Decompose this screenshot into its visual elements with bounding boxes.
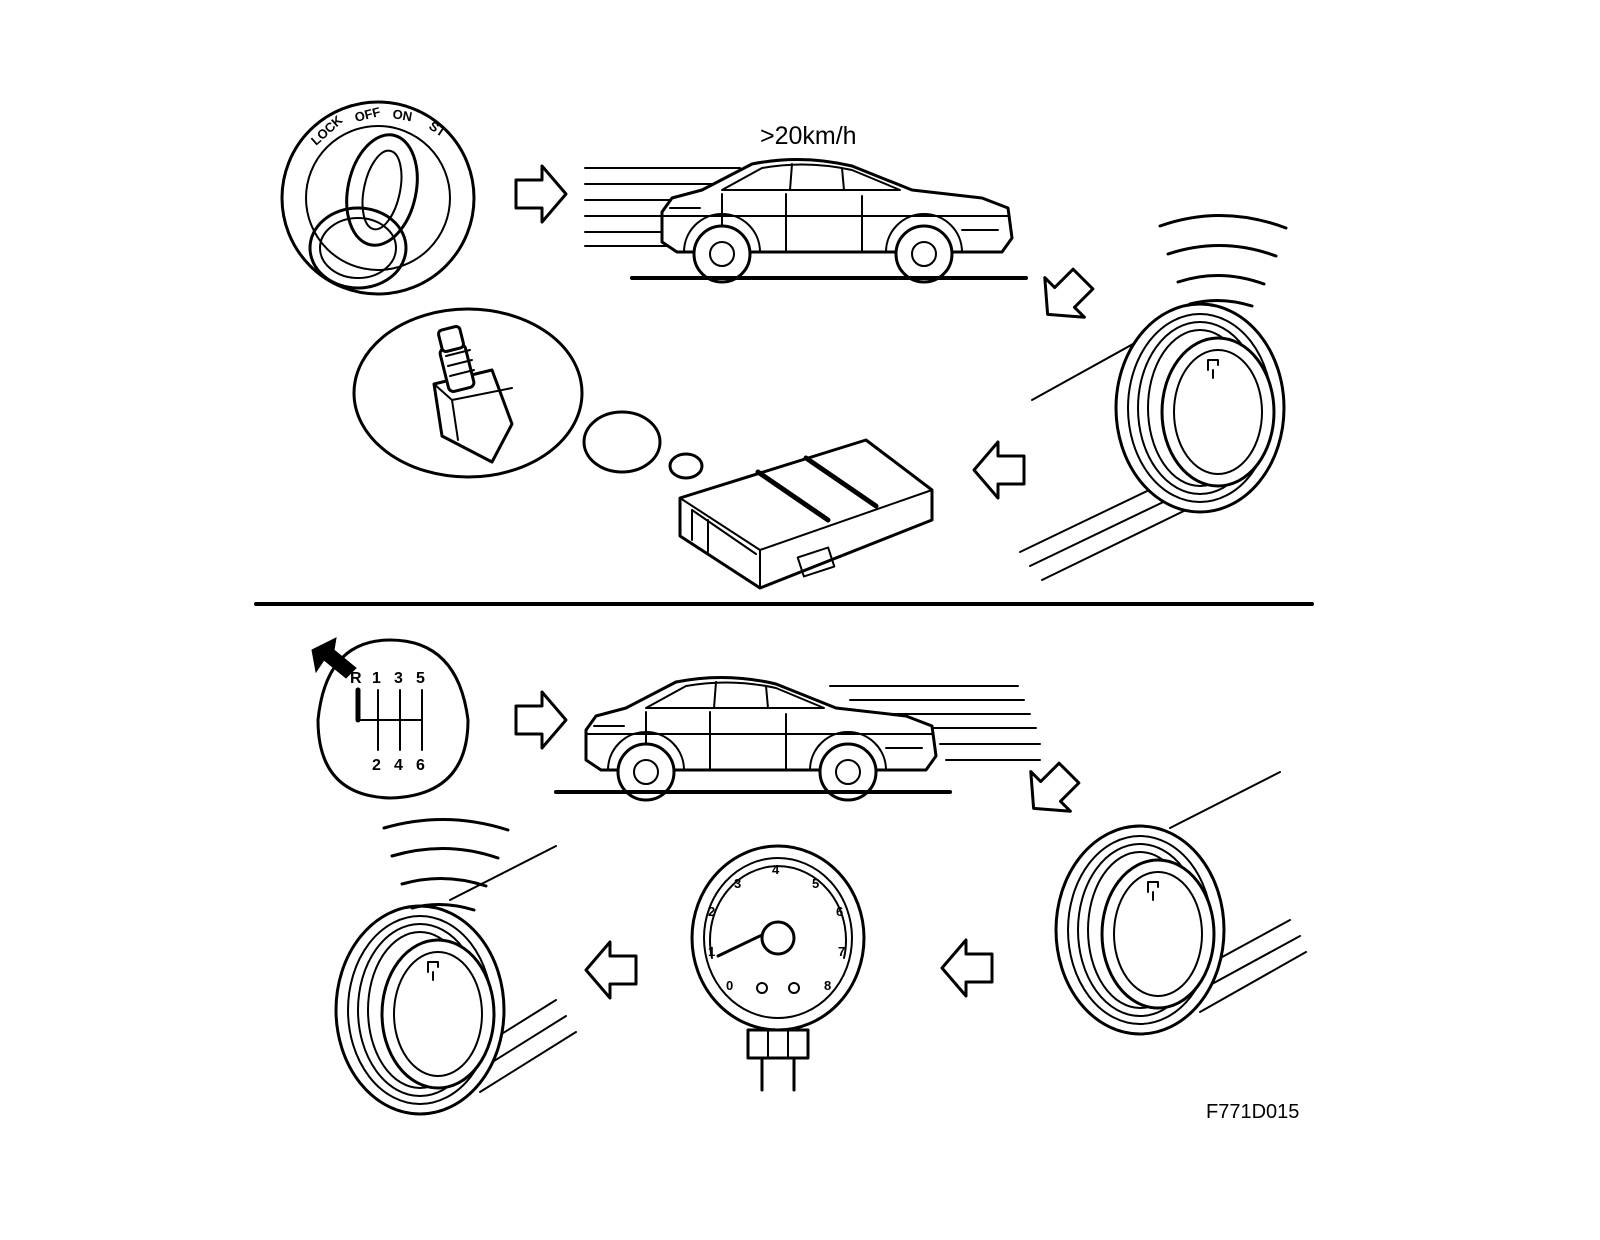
tire-transmitting-icon [1019,214,1288,581]
speed-label: >20km/h [760,122,857,150]
gauge-number: 3 [734,876,741,891]
pressure-gauge-icon: 0 1 2 3 4 5 6 7 8 [690,844,866,1092]
flow-arrow-left-icon [584,940,638,1000]
gauge-number: 1 [708,944,715,959]
gear-label-3: 3 [394,670,403,687]
gauge-number: 5 [812,876,819,891]
gear-shift-knob-icon: R 1 3 5 2 4 6 [311,637,470,800]
car-moving-icon [584,157,1028,284]
gauge-number: 4 [772,862,780,877]
flow-arrow-down-left-icon [1012,751,1091,830]
ignition-label-on: ON [391,106,413,124]
ignition-label-off: OFF [353,104,382,125]
flow-arrow-down-left-icon [1026,257,1105,336]
car-moving-icon [554,675,1041,802]
gauge-number: 8 [824,978,831,993]
gear-label-4: 4 [394,757,403,774]
flow-arrow-right-icon [514,690,568,750]
gauge-scale-numbers: 0 1 2 3 4 5 6 7 8 [708,862,845,993]
gauge-number: 6 [836,904,843,919]
gauge-number: 7 [838,944,845,959]
flow-arrow-right-icon [514,164,568,224]
gauge-number: 2 [708,904,715,919]
tire-transmitting-icon [334,818,577,1116]
gear-label-6: 6 [416,757,425,774]
gauge-number: 0 [726,978,733,993]
gear-label-5: 5 [416,670,425,687]
gear-label-2: 2 [372,757,381,774]
tpms-control-module-icon [678,438,934,590]
gear-label-r: R [350,670,362,687]
tire-sensor-thought-bubble [352,307,704,480]
flow-arrow-left-icon [940,938,994,998]
gear-label-1: 1 [372,670,381,687]
flow-arrow-left-icon [972,440,1026,500]
figure-id: F771D015 [1206,1101,1299,1123]
tire-icon [1054,771,1307,1036]
ignition-lock-icon: LOCK OFF ON ST [280,100,476,296]
tire-pressure-sensor-icon [432,325,514,464]
